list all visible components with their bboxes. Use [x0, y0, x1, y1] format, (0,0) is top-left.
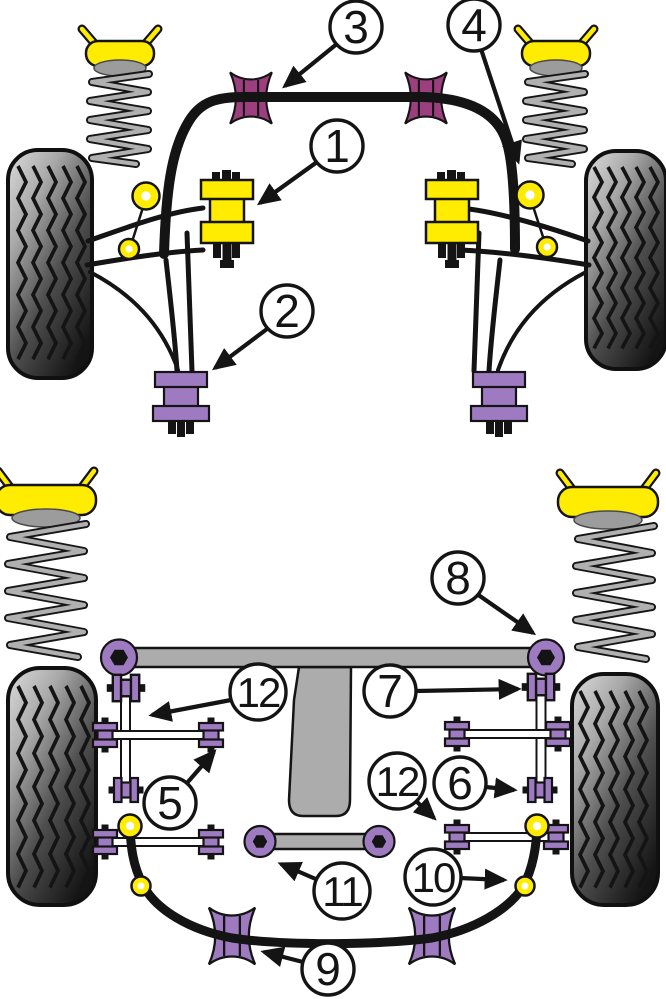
- front-suspension-view: 3 4 1 2: [6, 0, 666, 439]
- rear-right-upper-link: [451, 729, 563, 739]
- front-control-arms: [84, 205, 592, 372]
- rear-right-tire: [570, 672, 660, 907]
- callout-6: 6: [432, 755, 518, 811]
- callout-5: 5: [142, 749, 217, 831]
- callout-1-label: 1: [324, 120, 350, 172]
- front-left-tire: [6, 148, 94, 380]
- rear-right-drop-link: [514, 813, 550, 897]
- vertical-link-bottom-bush: [523, 778, 558, 802]
- callout-2-label: 2: [274, 285, 300, 337]
- callout-9-label: 9: [315, 943, 341, 995]
- callout-5-label: 5: [157, 777, 183, 829]
- callout-9: 9: [260, 941, 356, 997]
- link-bush: [197, 823, 225, 861]
- link-bush: [544, 715, 572, 753]
- rear-left-lower-link: [99, 837, 213, 847]
- rear-left-spring: [0, 466, 99, 661]
- rear-tie-bar-bush-left: [243, 824, 277, 859]
- rear-left-drop-link: [117, 813, 152, 897]
- lower-mount-left: [151, 370, 211, 439]
- link-bush: [443, 818, 471, 856]
- callout-3-label: 3: [343, 1, 369, 53]
- vertical-link-top-bush: [107, 675, 146, 701]
- front-left-drop-link: [117, 181, 161, 261]
- callout-4-label: 4: [461, 0, 487, 51]
- callout-4: 4: [446, 0, 522, 165]
- front-left-spring: [77, 24, 163, 168]
- callout-12-left-label: 12: [237, 669, 280, 716]
- rear-left-upper-link: [99, 730, 213, 740]
- front-strut-legs: [163, 230, 503, 374]
- rear-suspension-view: 8 7 12 5 12 6 11: [0, 466, 661, 997]
- engine-mount-left: [199, 168, 255, 270]
- front-right-drop-link: [515, 180, 559, 259]
- callout-7: 7: [362, 663, 522, 719]
- vertical-link-top-bush: [522, 674, 561, 700]
- rear-left-tire: [6, 666, 98, 907]
- front-right-spring: [513, 24, 599, 168]
- link-bush: [197, 716, 225, 754]
- callout-10-label: 10: [412, 854, 455, 901]
- callout-8-label: 8: [445, 552, 471, 604]
- front-right-tire: [584, 149, 666, 371]
- rear-center-support: [287, 665, 353, 818]
- callout-2: 2: [211, 283, 315, 371]
- callout-12-left: 12: [148, 662, 288, 722]
- rear-crossmember-bush-right: [526, 638, 566, 677]
- callout-7-label: 7: [377, 665, 403, 717]
- rear-crossmember: [116, 646, 550, 669]
- callout-8: 8: [430, 550, 537, 636]
- link-bush: [443, 715, 471, 753]
- callout-1: 1: [256, 118, 365, 206]
- callout-12-right: 12: [367, 751, 437, 821]
- callout-11-label: 11: [322, 868, 362, 915]
- vertical-link-bottom-bush: [109, 778, 144, 802]
- callout-12-right-label: 12: [376, 758, 419, 805]
- lower-mount-right: [469, 370, 529, 439]
- link-bush: [91, 823, 119, 861]
- callout-6-label: 6: [447, 757, 473, 809]
- callout-11: 11: [277, 861, 372, 921]
- rear-right-spring: [555, 468, 661, 663]
- rear-tie-bar-bush-right: [362, 824, 396, 859]
- callout-10: 10: [403, 847, 508, 907]
- rear-crossmember-bush-left: [99, 638, 139, 677]
- engine-mount-right: [424, 168, 480, 270]
- callout-3: 3: [282, 0, 384, 89]
- link-bush: [91, 716, 119, 754]
